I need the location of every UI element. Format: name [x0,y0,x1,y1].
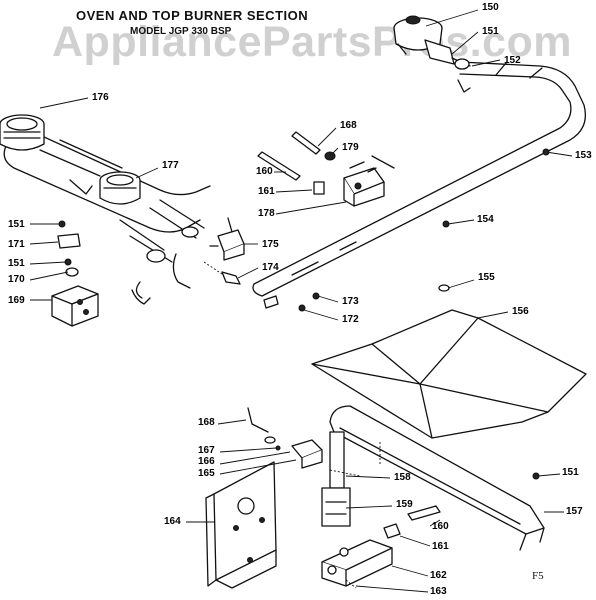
callout-151-lower-left: 151 [8,258,25,269]
oven-burner-tube [329,405,545,551]
pressure-regulator [393,15,471,93]
manifold-pipe [252,61,587,297]
callout-159: 159 [396,499,413,510]
callout-151-upper-left: 151 [8,219,25,230]
left-bracket-parts [51,220,151,327]
callout-161: 161 [258,186,275,197]
callout-155: 155 [478,272,495,283]
callout-157: 157 [566,506,583,517]
page-marker: F5 [532,570,544,582]
callout-166: 166 [198,456,215,467]
callout-179: 179 [342,142,359,153]
callout-169: 169 [8,295,25,306]
callout-178: 178 [258,208,275,219]
callout-150: 150 [482,2,499,13]
callout-173: 173 [342,296,359,307]
callout-165: 165 [198,468,215,479]
callout-176: 176 [92,92,109,103]
oven-valve-parts [257,131,395,207]
callout-170: 170 [8,274,25,285]
callout-164: 164 [164,516,181,527]
callout-152: 152 [504,55,521,66]
callout-172: 172 [342,314,359,325]
callout-174: 174 [262,262,279,273]
callout-163: 163 [430,586,447,597]
callout-160-lower: 160 [432,521,449,532]
mounting-plate [205,461,277,589]
callout-162: 162 [430,570,447,581]
callout-153: 153 [575,150,592,161]
oven-valve-lower [321,505,441,589]
safety-valve [203,217,320,312]
callout-177: 177 [162,160,179,171]
leader-lines [29,9,573,593]
callout-175: 175 [262,239,279,250]
callout-168-lower: 168 [198,417,215,428]
callout-151: 151 [482,26,499,37]
callout-151-right: 151 [562,467,579,478]
callout-156: 156 [512,306,529,317]
callout-161-lower: 161 [432,541,449,552]
callout-171: 171 [8,239,25,250]
top-burner-assembly [0,114,211,299]
callout-158: 158 [394,472,411,483]
callout-168: 168 [340,120,357,131]
pilot-assembly [247,407,361,527]
callout-167: 167 [198,445,215,456]
diagram-title: OVEN AND TOP BURNER SECTION [76,8,309,23]
callout-154: 154 [477,214,494,225]
burner-baffle [311,284,587,439]
model-number: MODEL JGP 330 BSP [130,26,232,37]
callout-160: 160 [256,166,273,177]
